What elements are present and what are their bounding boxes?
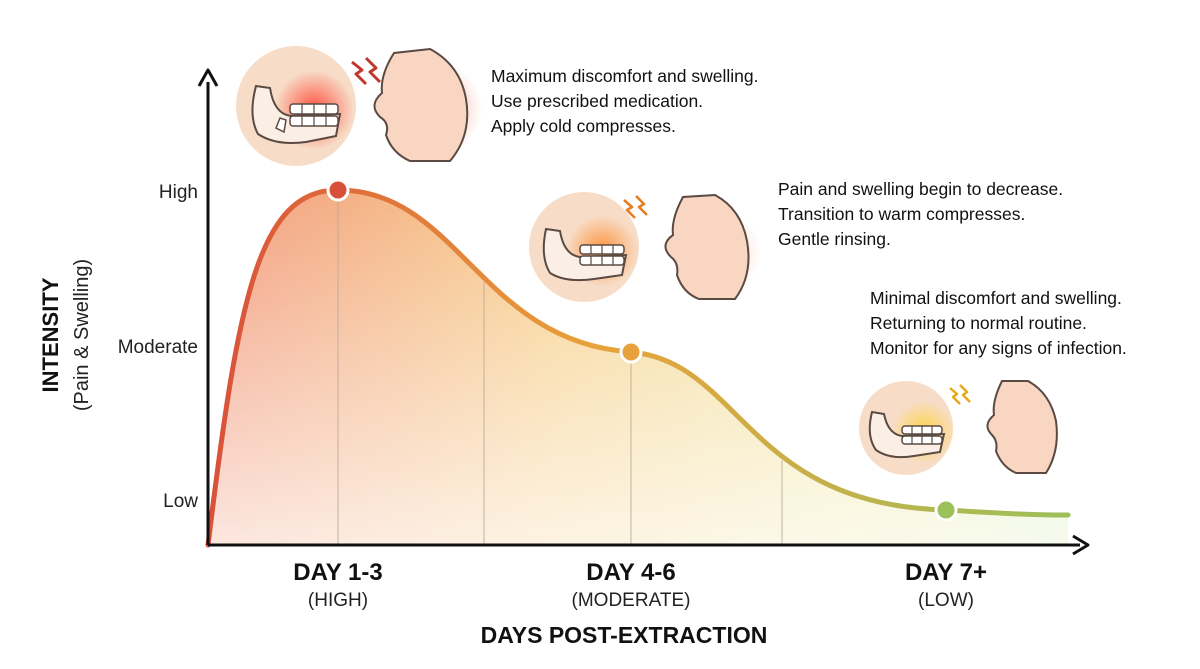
y-axis [197,68,219,545]
y-axis-label: INTENSITY (Pain & Swelling) [38,259,93,411]
swollen-cheek-icon [373,47,482,162]
lightning-icon [623,195,648,219]
annotation-day-1-3: Maximum discomfort and swelling. Use pre… [491,66,758,136]
annotation-line: Returning to normal routine. [870,313,1087,333]
y-tick-low: Low [163,491,198,512]
annotation-line: Transition to warm compresses. [778,204,1025,224]
x-tick-day-7-plus: DAY 7+ [905,559,987,586]
data-point-high [326,178,350,202]
y-tick-moderate: Moderate [118,337,198,358]
annotation-line: Gentle rinsing. [778,229,891,249]
intensity-area-fade [208,190,1068,545]
cheek-icon [986,380,1058,474]
annotation-line: Monitor for any signs of infection. [870,338,1127,358]
y-axis-subtitle: (Pain & Swelling) [71,259,93,411]
annotation-day-4-6: Pain and swelling begin to decrease. Tra… [778,179,1063,249]
y-axis-title: INTENSITY [38,277,63,392]
x-tick-sub-moderate: (MODERATE) [572,590,691,611]
illustration-day-7-plus [859,380,1058,475]
annotation-line: Use prescribed medication. [491,91,703,111]
lightning-icon [351,56,382,86]
annotation-line: Pain and swelling begin to decrease. [778,179,1063,199]
swollen-cheek-icon [664,193,761,300]
jaw-pain-icon [529,192,639,302]
illustration-day-1-3 [236,46,482,166]
data-point-low [934,498,958,522]
annotation-line: Minimal discomfort and swelling. [870,288,1122,308]
jaw-pain-icon [236,46,356,166]
x-tick-sub-low: (LOW) [918,590,974,611]
x-tick-day-4-6: DAY 4-6 [586,559,675,586]
illustration-day-4-6 [529,192,761,302]
x-tick-day-1-3: DAY 1-3 [293,559,382,586]
x-axis-title: DAYS POST-EXTRACTION [481,622,768,648]
annotation-line: Apply cold compresses. [491,116,676,136]
jaw-pain-icon [859,381,956,475]
data-point-moderate [619,340,643,364]
annotation-line: Maximum discomfort and swelling. [491,66,758,86]
lightning-icon [949,384,971,405]
annotation-day-7-plus: Minimal discomfort and swelling. Returni… [870,288,1127,358]
x-axis [208,534,1090,556]
y-tick-high: High [159,182,198,203]
x-tick-sub-high: (HIGH) [308,590,368,611]
